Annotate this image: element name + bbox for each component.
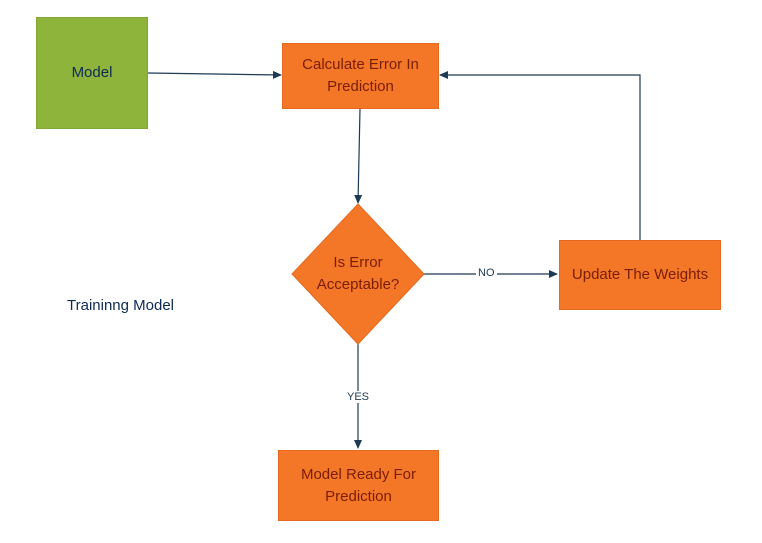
- calculate-error-node: Calculate Error In Prediction: [282, 43, 439, 109]
- update-weights-node: Update The Weights: [559, 240, 721, 310]
- yes-edge-label: YES: [345, 391, 372, 403]
- decision-label: Is Error Acceptable?: [316, 254, 400, 293]
- update-weights-label: Update The Weights: [571, 266, 709, 283]
- calculate-error-label: Calculate Error In Prediction: [302, 56, 419, 95]
- edge-model-to-calculate: [147, 70, 282, 79]
- model-ready-label: Model Ready For Prediction: [300, 465, 417, 505]
- model-node-label: Model: [71, 64, 113, 81]
- decision-node: Is Error Acceptable?: [306, 250, 410, 298]
- training-model-annotation: Traininng Model: [67, 297, 174, 314]
- model-node: Model: [36, 17, 148, 129]
- edge-calculate-to-decision: [354, 108, 363, 204]
- no-edge-label: NO: [476, 267, 497, 279]
- edge-update-to-calculate: [439, 71, 641, 240]
- decision-diamond: [291, 203, 425, 345]
- model-ready-node: Model Ready For Prediction: [278, 450, 439, 521]
